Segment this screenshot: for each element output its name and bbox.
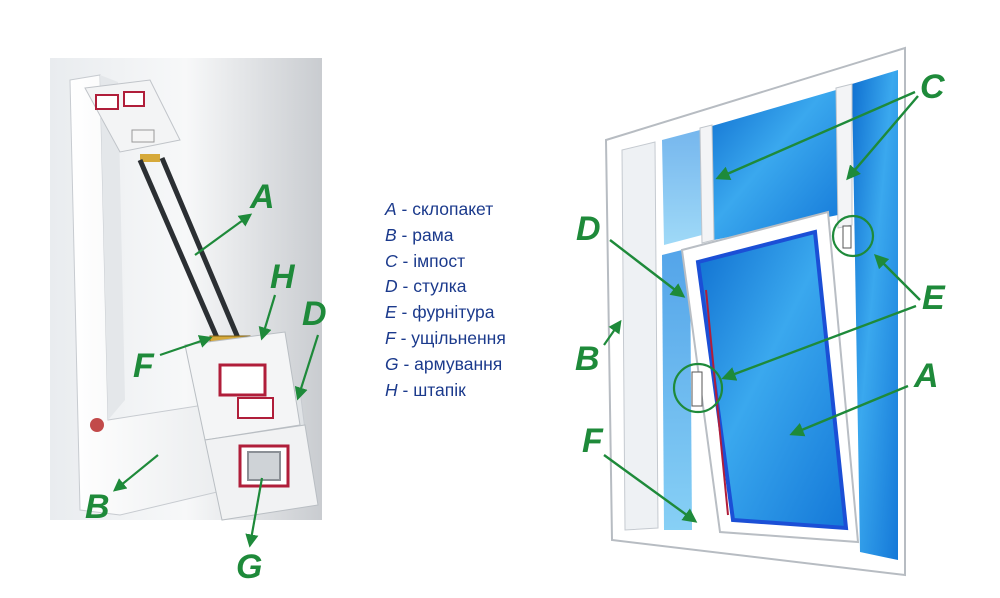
hardware-circle-top [831,214,875,258]
hardware-circle-side [672,362,724,414]
glass-pane-1 [137,159,221,341]
legend-item-A: A - склопакет [385,197,585,223]
glass-right [852,70,898,560]
glass-top-middle [662,130,702,245]
arrow-right-D [609,239,686,298]
sash-seal [695,229,849,531]
legend-item-H: H - штапік [385,378,585,404]
legend-key: H [385,379,398,400]
label-left-F: F [133,347,155,385]
legend-text: - імпост [397,250,466,271]
arrow-left-A [194,213,253,256]
legend-item-B: B - рама [385,223,585,249]
glass-pane-2 [159,157,241,339]
legend-item-F: F - ущільнення [385,326,585,352]
arrow-right-A [789,384,909,437]
handle-top [842,225,852,249]
label-right-D: D [576,210,601,248]
legend-key: C [385,250,398,271]
legend-text: - армування [398,353,503,374]
window-illustration: C D E B A F [575,46,946,577]
label-right-B: B [575,340,600,378]
legend-key: A [385,199,397,219]
label-right-C: C [920,68,945,106]
legend-item-E: E - фурнітура [385,300,585,326]
arrow-left-F [159,335,213,357]
legend-item-G: G - армування [385,352,585,378]
label-left-H: H [270,258,296,296]
legend-key: F [385,327,396,348]
legend-text: - фурнітура [396,302,495,323]
legend-text: - стулка [397,276,467,297]
legend-item-C: C - імпост [385,249,585,275]
glass-top-main [712,90,838,240]
label-left-A: A [249,178,275,216]
glass-bottom-left [662,248,692,530]
glass-left-narrow [621,141,659,531]
legend-text: - рама [396,224,454,245]
arrow-right-F [603,454,698,523]
arrow-left-G [245,477,264,548]
mullion-right [835,83,853,229]
profile-cross-section: A H D F B G [50,58,327,586]
legend-item-D: D - стулка [385,274,585,300]
label-left-B: B [85,488,110,526]
parts-legend: A - склопакет B - рама C - імпост D - ст… [385,197,585,403]
logo-badge [90,418,104,432]
legend-text: - склопакет [396,199,494,219]
legend-key: G [385,353,399,374]
label-left-D: D [302,295,327,333]
legend-key: B [385,224,397,245]
label-left-G: G [236,548,262,586]
label-right-E: E [922,279,946,317]
arrow-right-E-2 [721,304,917,381]
arrow-right-C-1 [715,90,916,180]
arrow-left-B [112,454,159,492]
mullion-left [699,124,715,244]
arrow-left-H [258,294,277,341]
arrow-left-D [294,334,320,401]
arrow-right-E-1 [873,253,921,301]
legend-text: - штапік [397,379,466,400]
label-right-F: F [582,422,604,460]
label-right-A: A [913,357,939,395]
legend-text: - ущільнення [395,327,506,348]
handle-side [691,371,703,407]
arrow-right-C-2 [846,95,919,181]
arrow-right-B [603,319,622,346]
legend-key: D [385,276,398,297]
sash-glass [698,232,846,528]
legend-key: E [385,302,397,323]
